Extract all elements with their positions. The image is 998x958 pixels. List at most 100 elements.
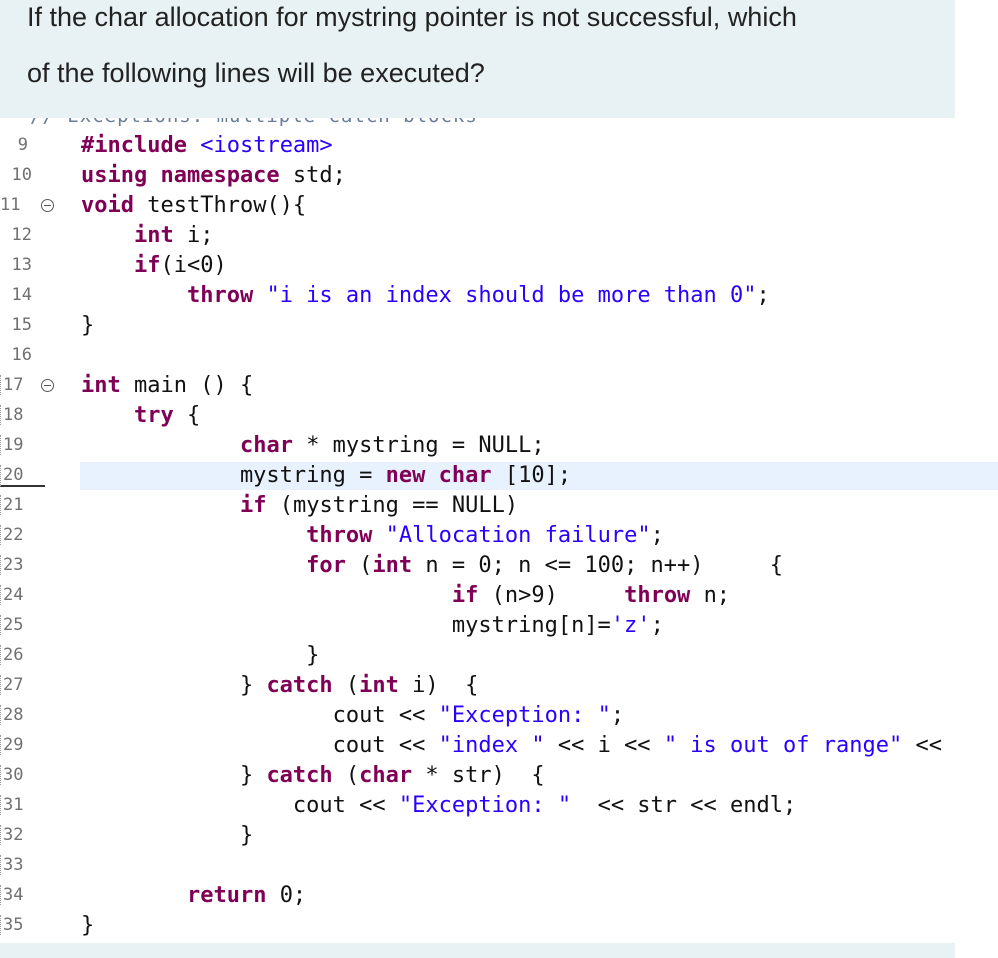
code-text: for (int n = 0; n <= 100; n++) { bbox=[81, 553, 783, 578]
code-token: << str << endl; bbox=[571, 793, 797, 818]
code-token: i) { bbox=[412, 673, 479, 698]
code-line: 16 bbox=[0, 341, 998, 371]
code-line: 20 mystring = new char [10]; bbox=[0, 461, 998, 491]
line-number: 17 bbox=[0, 375, 43, 395]
code-token bbox=[81, 253, 134, 278]
code-token: 0; bbox=[279, 883, 307, 908]
keyword-token: return bbox=[186, 883, 280, 908]
code-text: throw "Allocation failure"; bbox=[81, 523, 664, 548]
code-text: } bbox=[81, 823, 253, 848]
code-token: n; bbox=[703, 583, 731, 608]
keyword-token: int bbox=[81, 373, 134, 398]
line-number: 27 bbox=[0, 675, 45, 695]
code-text: void testThrow(){ bbox=[81, 193, 306, 218]
code-token bbox=[81, 493, 240, 518]
code-token: ; bbox=[650, 523, 664, 548]
line-number: 19 bbox=[0, 435, 45, 455]
code-token: } bbox=[81, 643, 320, 668]
keyword-token: throw bbox=[306, 523, 386, 548]
clipped-comment-line: // Exceptions: multiple catch blocks bbox=[30, 118, 478, 127]
keyword-token: char bbox=[359, 763, 426, 788]
code-token bbox=[81, 553, 306, 578]
code-token bbox=[81, 433, 240, 458]
keyword-token: if bbox=[133, 253, 161, 278]
keyword-token: throw bbox=[624, 583, 704, 608]
keyword-token: new char bbox=[385, 463, 505, 488]
code-token bbox=[81, 523, 306, 548]
line-number: 11 bbox=[0, 195, 21, 215]
code-token bbox=[81, 403, 134, 428]
line-number: 14 bbox=[11, 285, 32, 305]
code-editor-screenshot: // Exceptions: multiple catch blocks 9#i… bbox=[0, 118, 998, 943]
code-line: 23 for (int n = 0; n <= 100; n++) { bbox=[0, 551, 998, 581]
code-token: } bbox=[81, 313, 95, 338]
string-token: "index " bbox=[438, 733, 545, 758]
code-token: ; bbox=[610, 703, 625, 728]
code-text: } bbox=[81, 313, 94, 338]
code-line: 9#include <iostream> bbox=[0, 131, 998, 161]
code-text: } catch (int i) { bbox=[81, 673, 478, 698]
code-line: 28 cout << "Exception: "; bbox=[0, 701, 998, 731]
code-token: ; bbox=[650, 613, 664, 638]
code-token: * mystring = NULL; bbox=[306, 433, 545, 458]
code-token: (mystring == NULL) bbox=[279, 493, 519, 518]
line-number: 29 bbox=[0, 735, 45, 755]
question-text-line-2: of the following lines will be executed? bbox=[27, 58, 485, 88]
question-text-line-1: If the char allocation for mystring poin… bbox=[27, 2, 797, 32]
code-token: { bbox=[186, 403, 201, 428]
question-panel: If the char allocation for mystring poin… bbox=[0, 0, 955, 118]
code-line: 11 void testThrow(){ bbox=[0, 191, 998, 221]
code-token: cout << bbox=[81, 703, 439, 728]
code-token: mystring[n]= bbox=[81, 613, 611, 638]
string-token: "Allocation failure" bbox=[385, 523, 651, 548]
line-number: 12 bbox=[11, 225, 32, 245]
code-token: } bbox=[81, 673, 267, 698]
string-token: 'z' bbox=[610, 613, 651, 638]
code-text: } catch (char * str) { bbox=[81, 763, 545, 788]
code-token: testThrow(){ bbox=[147, 193, 307, 218]
code-text: char * mystring = NULL; bbox=[81, 433, 545, 458]
code-token: } bbox=[81, 763, 267, 788]
code-text: try { bbox=[81, 403, 200, 428]
line-number: 31 bbox=[0, 795, 45, 815]
code-token: ; bbox=[756, 283, 770, 308]
question-panel-footer bbox=[0, 943, 955, 958]
line-number: 25 bbox=[0, 615, 45, 635]
code-text: } bbox=[81, 913, 94, 938]
line-number: 22 bbox=[0, 525, 45, 545]
code-token bbox=[81, 223, 134, 248]
keyword-token: try bbox=[133, 403, 187, 428]
line-number: 32 bbox=[0, 825, 45, 845]
code-token: cout << bbox=[81, 733, 439, 758]
code-token: cout << bbox=[81, 793, 399, 818]
string-token: "Exception: " bbox=[398, 793, 572, 818]
code-line: 33 bbox=[0, 851, 998, 881]
line-number: 34 bbox=[0, 885, 45, 905]
code-token bbox=[81, 883, 187, 908]
code-line: 34 return 0; bbox=[0, 881, 998, 911]
line-number: 13 bbox=[11, 255, 32, 275]
line-number: 10 bbox=[11, 165, 32, 185]
code-token: n = 0; n <= 100; n++) { bbox=[425, 553, 784, 578]
code-text: int i; bbox=[81, 223, 213, 248]
keyword-token: #include bbox=[81, 133, 201, 158]
line-number: 35 bbox=[0, 915, 45, 935]
fold-collapse-icon[interactable] bbox=[41, 199, 54, 212]
code-line: 30 } catch (char * str) { bbox=[0, 761, 998, 791]
code-text: mystring = new char [10]; bbox=[81, 463, 571, 488]
code-text: using namespace std; bbox=[81, 163, 346, 188]
keyword-token: int bbox=[359, 673, 413, 698]
fold-collapse-icon[interactable] bbox=[41, 379, 54, 392]
code-line: 12 int i; bbox=[0, 221, 998, 251]
code-token: [10]; bbox=[504, 463, 572, 488]
code-token: * str) { bbox=[425, 763, 545, 788]
code-line: 10 using namespace std; bbox=[0, 161, 998, 191]
code-line: 13 if(i<0) bbox=[0, 251, 998, 281]
string-token: " is out of range" bbox=[663, 733, 903, 758]
code-text: if (n>9) throw n; bbox=[81, 583, 730, 608]
code-text: throw "i is an index should be more than… bbox=[81, 283, 770, 308]
code-line: 14 throw "i is an index should be more t… bbox=[0, 281, 998, 311]
code-line: 22 throw "Allocation failure"; bbox=[0, 521, 998, 551]
code-line: 35} bbox=[0, 911, 998, 941]
